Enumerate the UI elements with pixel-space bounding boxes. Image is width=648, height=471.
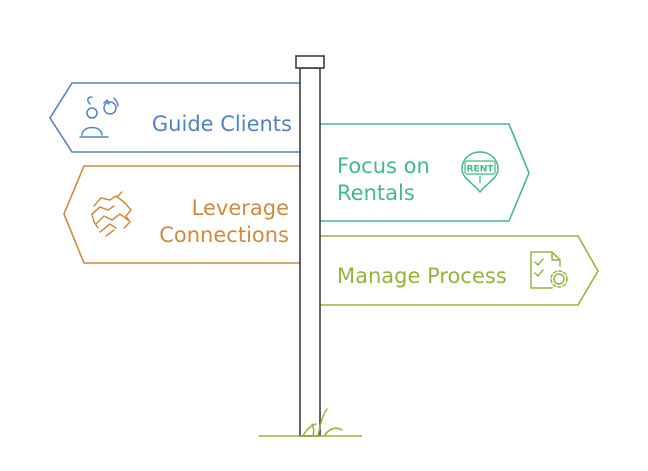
sign-focus-on-rentals-label-line1: Focus on: [337, 154, 430, 178]
signpost-pole-shaft: [299, 67, 321, 437]
signpost-pole-cap: [295, 55, 325, 69]
rent-pin-icon: RENT: [461, 151, 499, 193]
sign-manage-process-board: [320, 235, 599, 306]
sign-guide-clients-board: [49, 82, 300, 153]
sign-leverage-connections-board: [63, 165, 300, 264]
sign-leverage-connections-label-line1: Leverage: [192, 196, 289, 220]
handshake-icon: [91, 191, 132, 237]
sign-focus-on-rentals-label-line2: Rentals: [337, 181, 415, 205]
sign-leverage-connections-label-line2: Connections: [159, 223, 289, 247]
grass-icon: [302, 408, 343, 437]
sign-guide-clients: Guide Clients: [49, 82, 300, 153]
signpost-pole: [295, 55, 325, 437]
sign-manage-process: Manage Process: [320, 235, 599, 306]
checklist-gear-icon: [530, 251, 568, 289]
ground: [259, 408, 362, 437]
people-exchange-icon: [79, 96, 119, 138]
rent-pin-text: RENT: [467, 165, 495, 175]
sign-focus-on-rentals-board: [320, 123, 530, 222]
sign-focus-on-rentals: Focus on Rentals RENT: [320, 123, 530, 222]
sign-leverage-connections: Leverage Connections: [63, 165, 300, 264]
sign-manage-process-label: Manage Process: [337, 264, 507, 288]
sign-guide-clients-label: Guide Clients: [152, 112, 292, 136]
